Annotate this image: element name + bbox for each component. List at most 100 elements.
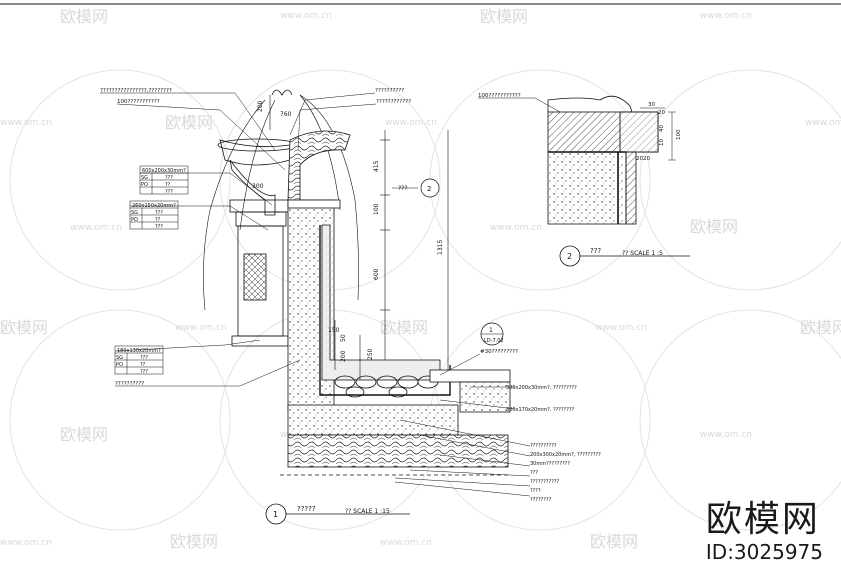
spec-table-600 — [139, 165, 189, 195]
spec-value: ??? — [155, 224, 163, 230]
callout-number: 1 — [489, 327, 493, 334]
watermark-brand: 欧模网 — [800, 318, 841, 337]
spec-sg: SG — [141, 175, 148, 181]
annotation-text: 300x200x30mm?, ????????? — [506, 385, 577, 391]
spec-po: PO — [131, 217, 138, 223]
watermark-brand: 欧模网 — [165, 113, 213, 132]
brand-id: ID:3025975 — [705, 540, 823, 564]
watermark-brand: 欧模网 — [170, 532, 218, 551]
spec-title: 260x150x20mm? — [132, 203, 176, 209]
watermark-brand: 欧模网 — [380, 318, 428, 337]
spec-po: PO — [141, 182, 148, 188]
dim-label: 100 — [373, 203, 380, 215]
dim-label: 150 — [328, 327, 340, 334]
detail-2-section — [547, 95, 659, 225]
detail-1-dimension-text: 200 760 300 415 100 600 1315 150 50 200 … — [252, 100, 444, 362]
watermark-brand: 欧模网 — [0, 318, 48, 337]
detail-2-title-block: 2 ??? ?? SCALE 1 :5 — [559, 245, 690, 267]
watermark-site: www.om.cn — [385, 118, 437, 128]
detail-1-dimensions — [269, 95, 449, 380]
annotation-text: 30mm????????? — [530, 461, 570, 467]
watermark-site: www.om.cn — [0, 118, 52, 128]
dim-label: 10 — [659, 139, 665, 146]
dim-label: 600 — [373, 268, 380, 280]
annotation-text: 100??????????? — [117, 99, 160, 105]
spec-value: ??? — [165, 175, 173, 181]
spec-value: ??? — [155, 210, 163, 216]
spec-table-180 — [114, 345, 164, 375]
annotation-text: 300x170x20mm?, ???????? — [506, 407, 575, 413]
spec-value: ?? — [155, 217, 161, 223]
watermark-arcs — [9, 69, 841, 531]
brand-name: 欧模网 — [705, 499, 820, 540]
dim-label: 250 — [367, 348, 374, 360]
spec-title: 180x130x20mm? — [117, 348, 161, 354]
dim-label: 415 — [373, 160, 380, 172]
annotation-text: ???????? — [530, 497, 552, 503]
detail-2-scale: ?? SCALE 1 :5 — [622, 250, 663, 257]
watermark-site: www.om.cn — [700, 430, 752, 440]
dim-label: 300 — [252, 183, 264, 190]
spec-value: ??? — [140, 355, 148, 361]
watermark-site: www.om.cn — [70, 223, 122, 233]
watermark-site: www.om.cn — [700, 11, 752, 21]
annotation-text: ????????????????,???????? — [100, 88, 172, 94]
watermark-brand: 欧模网 — [590, 532, 638, 551]
detail-1-section — [203, 89, 511, 476]
watermark-site: www.om.cn — [595, 323, 647, 333]
callout-bubble: 1 LD-7.02 — [480, 322, 504, 346]
annotation-text: 100??????????? — [478, 93, 521, 99]
annotation-text: #30????????? — [480, 349, 518, 355]
spec-table-180-text: 180x130x20mm? SG ??? PO ?? ??? — [116, 348, 161, 375]
detail-1-title-block: 1 ????? ?? SCALE 1 :15 — [265, 503, 410, 525]
detail-1-scale: ?? SCALE 1 :15 — [345, 508, 390, 515]
dim-label: 100 — [676, 129, 682, 140]
spec-po: PO — [116, 362, 123, 368]
spec-sg: SG — [131, 210, 138, 216]
spec-table-600-text: 600x200x30mm? SG ??? PO ?? ??? — [141, 168, 186, 195]
detail-2-dimensions — [478, 97, 676, 161]
detail-1-title: ????? — [297, 505, 316, 513]
spec-title: 600x200x30mm? — [142, 168, 186, 174]
annotation-text: 200x300x20mm?, ????????? — [530, 452, 601, 458]
watermark-site: www.om.cn — [280, 11, 332, 21]
watermark-brand: 欧模网 — [60, 425, 108, 444]
spec-value: ?? — [140, 362, 146, 368]
watermark-site: www.om.cn — [175, 323, 227, 333]
dim-label: 2020 — [636, 156, 650, 162]
spec-value: ??? — [165, 189, 173, 195]
section-marker-number: 2 — [427, 185, 431, 193]
watermark-site: www.om.cn — [0, 538, 52, 548]
detail-1-marker: 1 — [273, 510, 278, 519]
dim-label: 50 — [340, 334, 347, 342]
spec-table-260-text: 260x150x20mm? SG ??? PO ?? ??? — [131, 203, 176, 230]
watermark-brand: 欧模网 — [480, 7, 528, 26]
annotation-text: ?????????? — [115, 381, 144, 387]
detail-2-dimension-text: 100??????????? 30 20 40 10 100 2020 — [478, 93, 682, 162]
spec-value: ?? — [165, 182, 171, 188]
dim-label: 1315 — [437, 240, 444, 255]
annotation-text: ??? — [530, 470, 538, 476]
dim-label: 760 — [280, 111, 292, 118]
watermark-site: www.om.cn — [805, 118, 841, 128]
spec-value: ??? — [140, 369, 148, 375]
annotation-text: ?????????? — [375, 88, 404, 94]
watermark-layer: 欧模网 www.om.cn 欧模网 www.om.cn www.om.cn 欧模… — [0, 7, 841, 551]
annotation-text: ???? — [530, 488, 541, 494]
dim-label: 30 — [648, 102, 655, 108]
watermark-brand: 欧模网 — [690, 217, 738, 236]
annotations: ????????????????,???????? 100???????????… — [100, 88, 601, 503]
dim-label: 200 — [257, 100, 264, 112]
dim-label: 20 — [658, 110, 665, 116]
watermark-brand: 欧模网 — [60, 7, 108, 26]
brand-watermark: 欧模网 ID:3025975 — [705, 499, 823, 565]
annotation-text: ?????????? — [530, 443, 557, 449]
annotation-text: ??? — [398, 185, 408, 192]
watermark-site: www.om.cn — [380, 538, 432, 548]
dim-label: 200 — [340, 350, 347, 362]
annotation-text: ???????????? — [376, 99, 411, 105]
spec-table-260 — [129, 200, 179, 230]
section-marker: 2 — [420, 178, 440, 198]
